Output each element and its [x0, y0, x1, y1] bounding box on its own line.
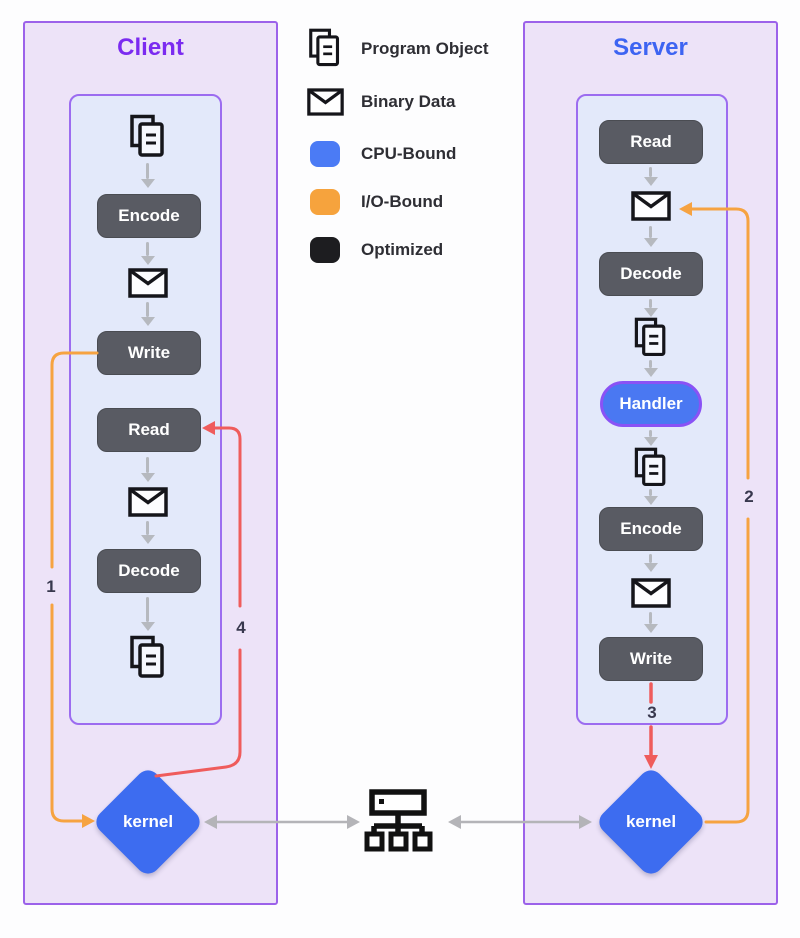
client-decode-label: Decode [118, 561, 180, 580]
flow-arrow [146, 521, 149, 535]
server-handler-node: Handler [600, 381, 702, 427]
client-title: Client [117, 34, 184, 61]
server-write-node: Write [599, 637, 703, 681]
flow-arrow [146, 302, 149, 317]
server-read-node: Read [599, 120, 703, 164]
program-object-icon [129, 114, 167, 160]
network-hub-icon [363, 787, 433, 857]
connector-number-3: 3 [647, 703, 657, 722]
client-decode-node: Decode [97, 549, 201, 593]
program-object-icon [303, 28, 347, 69]
server-title: Server [613, 34, 688, 61]
program-object-icon [129, 635, 167, 681]
flow-arrow [649, 554, 652, 563]
flow-arrow [649, 299, 652, 308]
client-encode-label: Encode [118, 206, 180, 225]
legend-label: CPU-Bound [361, 144, 457, 163]
client-read-node: Read [97, 408, 201, 452]
optimized-swatch [310, 237, 340, 263]
server-encode-label: Encode [620, 519, 682, 538]
flow-arrow [649, 167, 652, 177]
flow-arrow [146, 163, 149, 179]
server-kernel-diamond: kernel [594, 765, 708, 879]
binary-data-icon [128, 487, 168, 517]
client-write-node: Write [97, 331, 201, 375]
program-object-icon [633, 317, 669, 359]
binary-data-icon [631, 191, 671, 221]
server-write-label: Write [629, 649, 673, 668]
legend-item-cpu-bound: CPU-Bound [303, 141, 456, 167]
server-kernel-label: kernel [625, 812, 677, 831]
flow-arrow [649, 612, 652, 624]
legend-item-program-object: Program Object [303, 28, 489, 69]
server-read-label: Read [630, 132, 672, 151]
io-bound-swatch [310, 189, 340, 215]
flow-arrow [649, 430, 652, 437]
legend-label: Optimized [361, 240, 444, 259]
flow-arrow [146, 457, 149, 473]
flow-arrow [146, 242, 149, 256]
binary-data-icon [631, 578, 671, 608]
server-encode-node: Encode [599, 507, 703, 551]
legend-item-io-bound: I/O-Bound [303, 189, 443, 215]
server-decode-node: Decode [599, 252, 703, 296]
client-read-label: Read [128, 420, 170, 439]
legend-label: Binary Data [361, 92, 456, 111]
legend-item-optimized: Optimized [303, 237, 443, 263]
binary-data-icon [128, 268, 168, 298]
flow-arrow [649, 360, 652, 368]
client-encode-node: Encode [97, 194, 201, 238]
server-handler-label: Handler [619, 394, 683, 413]
legend-label: I/O-Bound [361, 192, 444, 211]
connector-number-4: 4 [236, 618, 246, 637]
client-kernel-diamond: kernel [91, 765, 205, 879]
client-kernel-label: kernel [122, 812, 174, 831]
arrowhead-icon [347, 815, 360, 829]
program-object-icon [633, 447, 669, 489]
legend-item-binary-data: Binary Data [303, 88, 455, 116]
cpu-bound-swatch [310, 141, 340, 167]
legend-label: Program Object [361, 38, 489, 58]
server-decode-label: Decode [620, 264, 682, 283]
flow-arrow [649, 226, 652, 238]
flow-arrow [146, 597, 149, 622]
connector-number-2: 2 [744, 487, 754, 506]
binary-data-icon [303, 88, 347, 116]
flow-arrow [649, 489, 652, 496]
connector-number-1: 1 [46, 577, 56, 596]
arrowhead-icon [448, 815, 461, 829]
client-write-label: Write [127, 343, 171, 362]
